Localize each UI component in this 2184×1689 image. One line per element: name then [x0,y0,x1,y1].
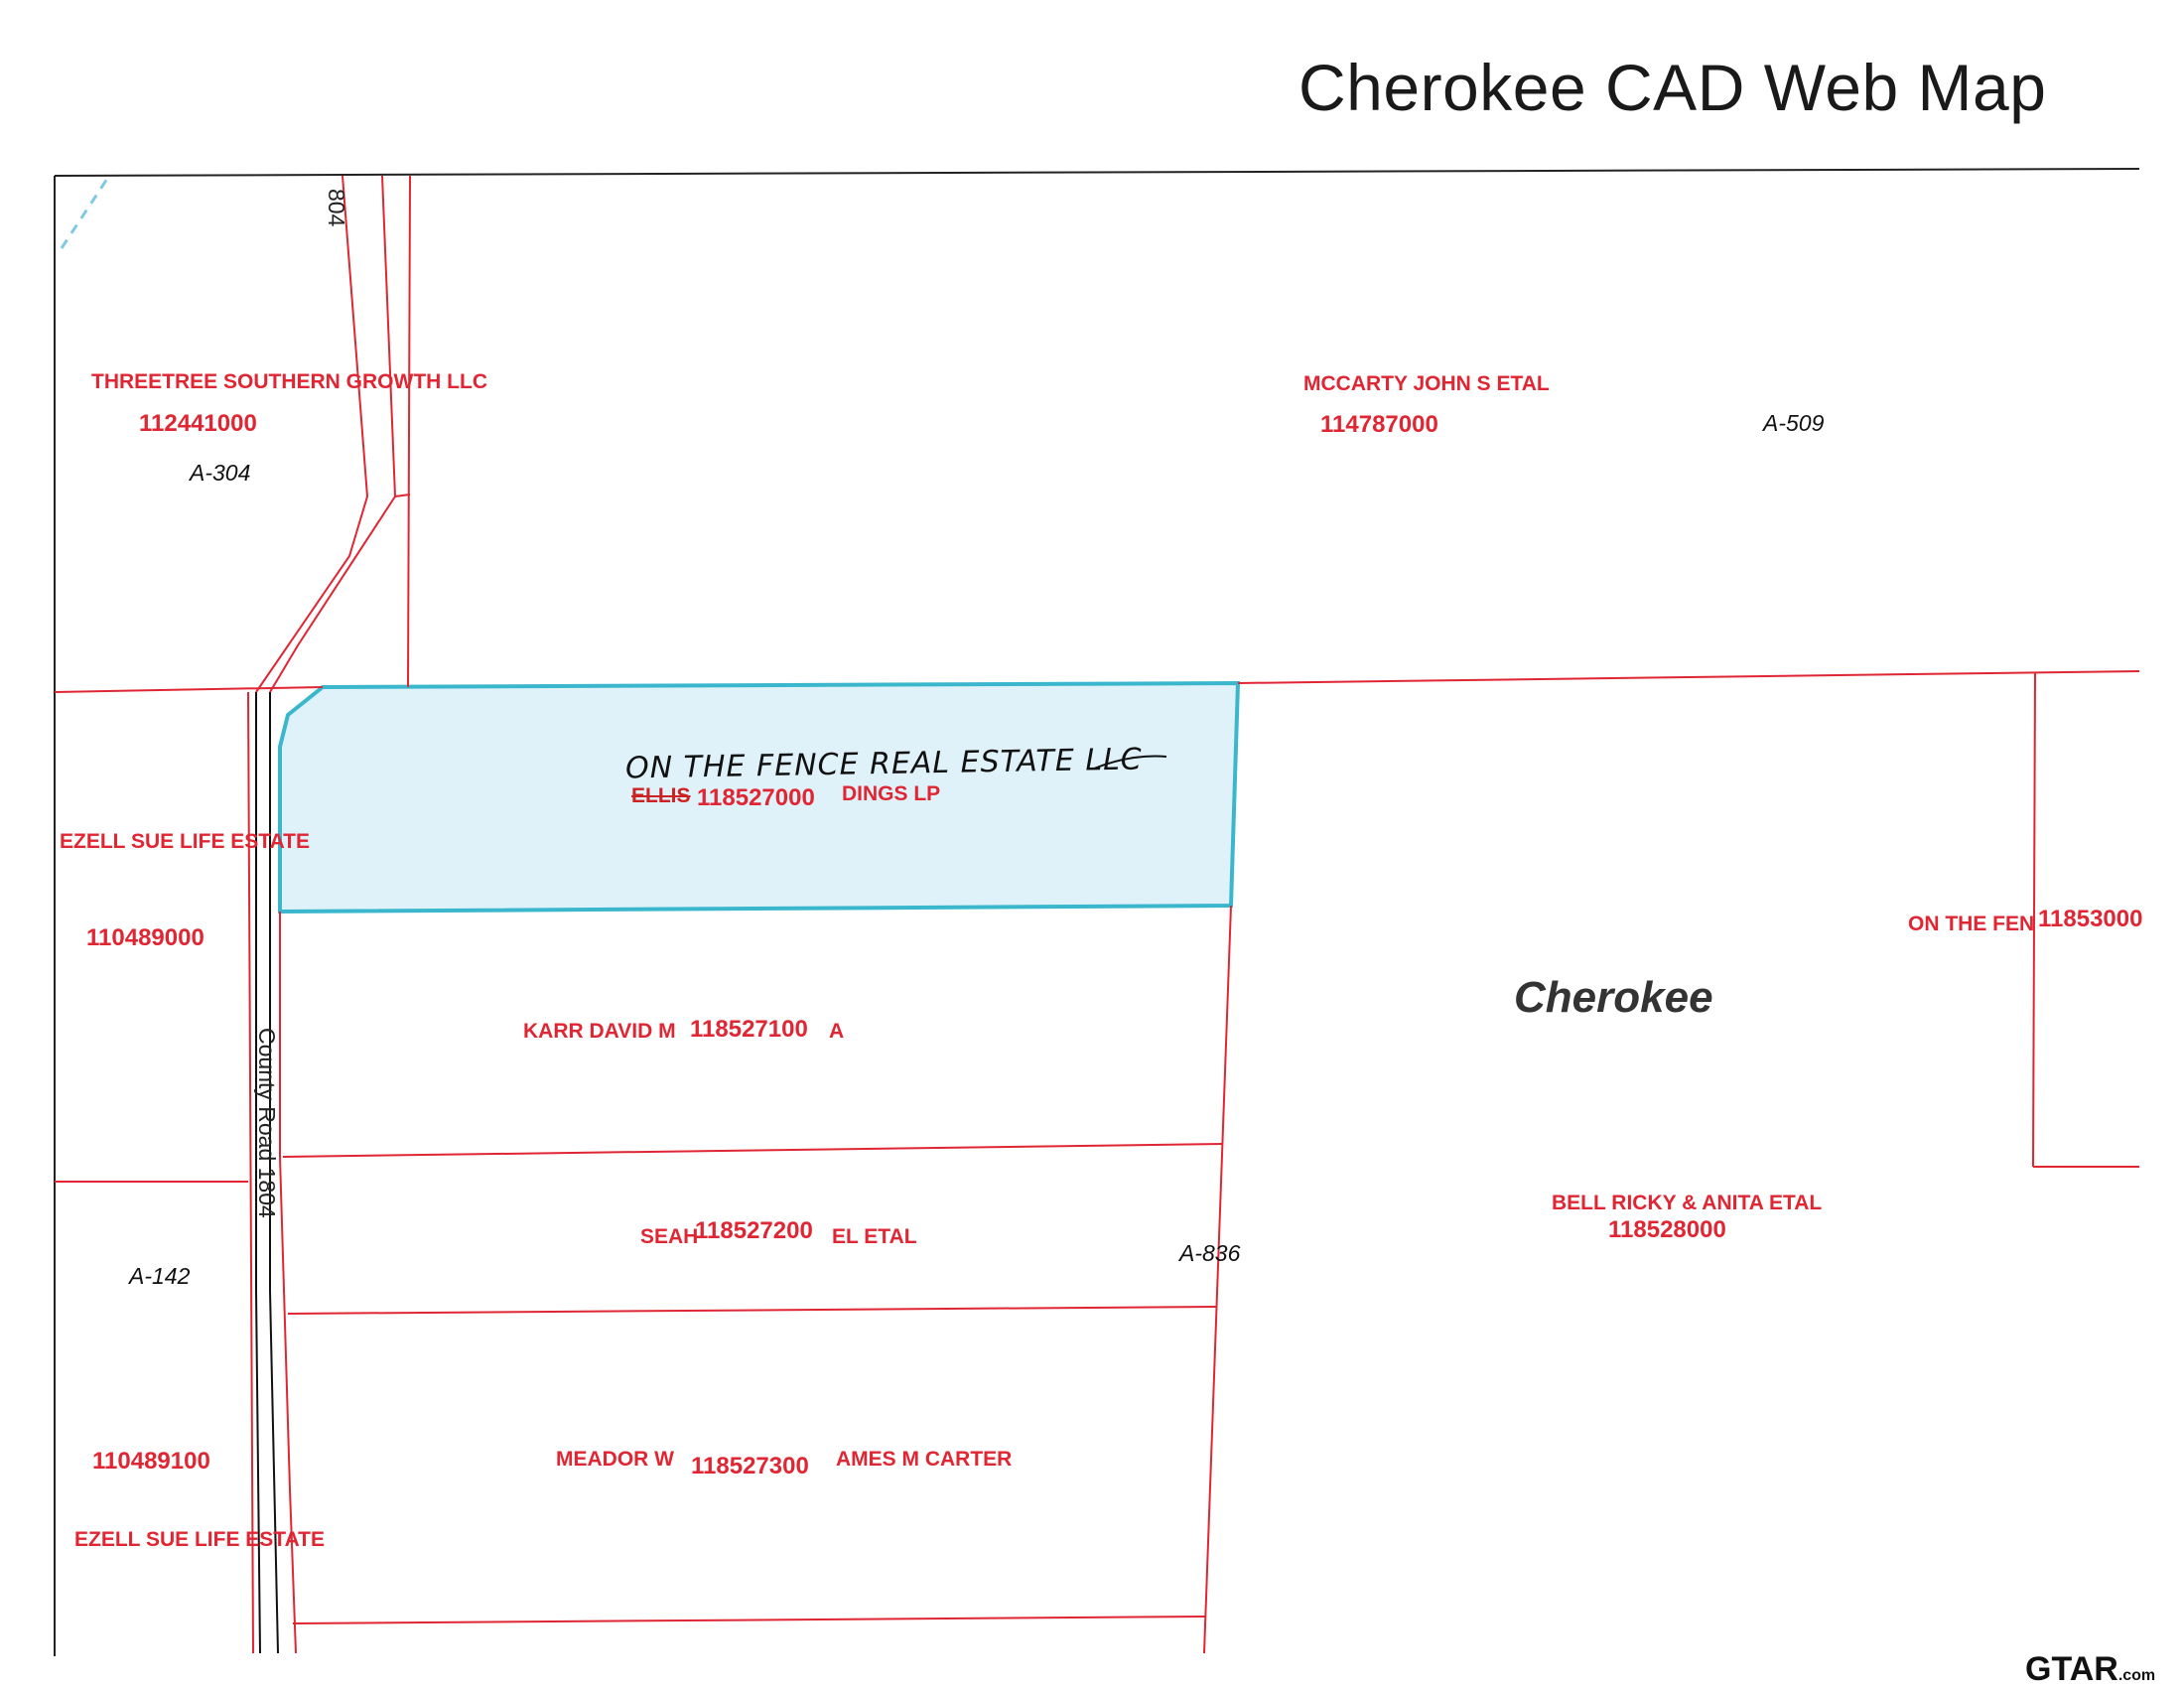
owner-label: MCCARTY JOHN S ETAL [1303,372,1550,395]
parcel-id: 118528000 [1608,1216,1726,1243]
owner-label: EZELL SUE LIFE ESTATE [74,1528,326,1551]
owner-label-suffix: EL ETAL [832,1225,917,1248]
logo-main: GTAR [2025,1650,2118,1688]
gtar-logo: GTAR.com [2025,1650,2155,1689]
owner-label-suffix: AMES M CARTER [836,1448,1013,1471]
owner-label: DINGS LP [842,782,941,805]
owner-label: MEADOR W [556,1448,674,1471]
abstract-label: A-836 [1179,1240,1241,1266]
owner-label: SEAH [640,1225,699,1248]
struck-owner-prefix: ELLIS [631,784,691,807]
handwritten-underline [1093,755,1167,770]
owner-label: THREETREE SOUTHERN GROWTH LLC [91,370,487,393]
parcel-id: 11853000 [2038,906,2143,932]
parcel-id: 114787000 [1320,411,1438,438]
road-label-top: 804 [324,189,349,227]
abstract-label: A-509 [1763,410,1825,436]
parcel-id: 118527000 [697,784,815,811]
parcel-id: 118527100 [690,1016,808,1043]
map-top-border [54,168,2140,177]
abstract-label: A-304 [190,460,251,486]
owner-label: BELL RICKY & ANITA ETAL [1552,1192,1823,1214]
owner-label-suffix: A [829,1020,845,1043]
page-title: Cherokee CAD Web Map [1298,51,2047,124]
parcel-id: 110489100 [92,1448,210,1475]
owner-label: KARR DAVID M [523,1020,676,1043]
owner-label: EZELL SUE LIFE ESTATE [60,830,311,853]
dashed-boundary [60,178,109,249]
county-label: Cherokee [1514,973,1713,1022]
logo-suffix: .com [2117,1667,2156,1684]
owner-label: ON THE FEN [1908,913,2035,935]
county-road-1804 [255,692,279,1654]
parcel-id: 118527300 [691,1453,809,1479]
parcel-id: 112441000 [139,410,257,437]
parcel-lines [54,175,2140,1654]
parcel-id: 118527200 [695,1217,813,1244]
abstract-label: A-142 [129,1263,191,1289]
road-label: County Road 1804 [254,1028,280,1218]
parcel-id: 110489000 [86,924,205,951]
